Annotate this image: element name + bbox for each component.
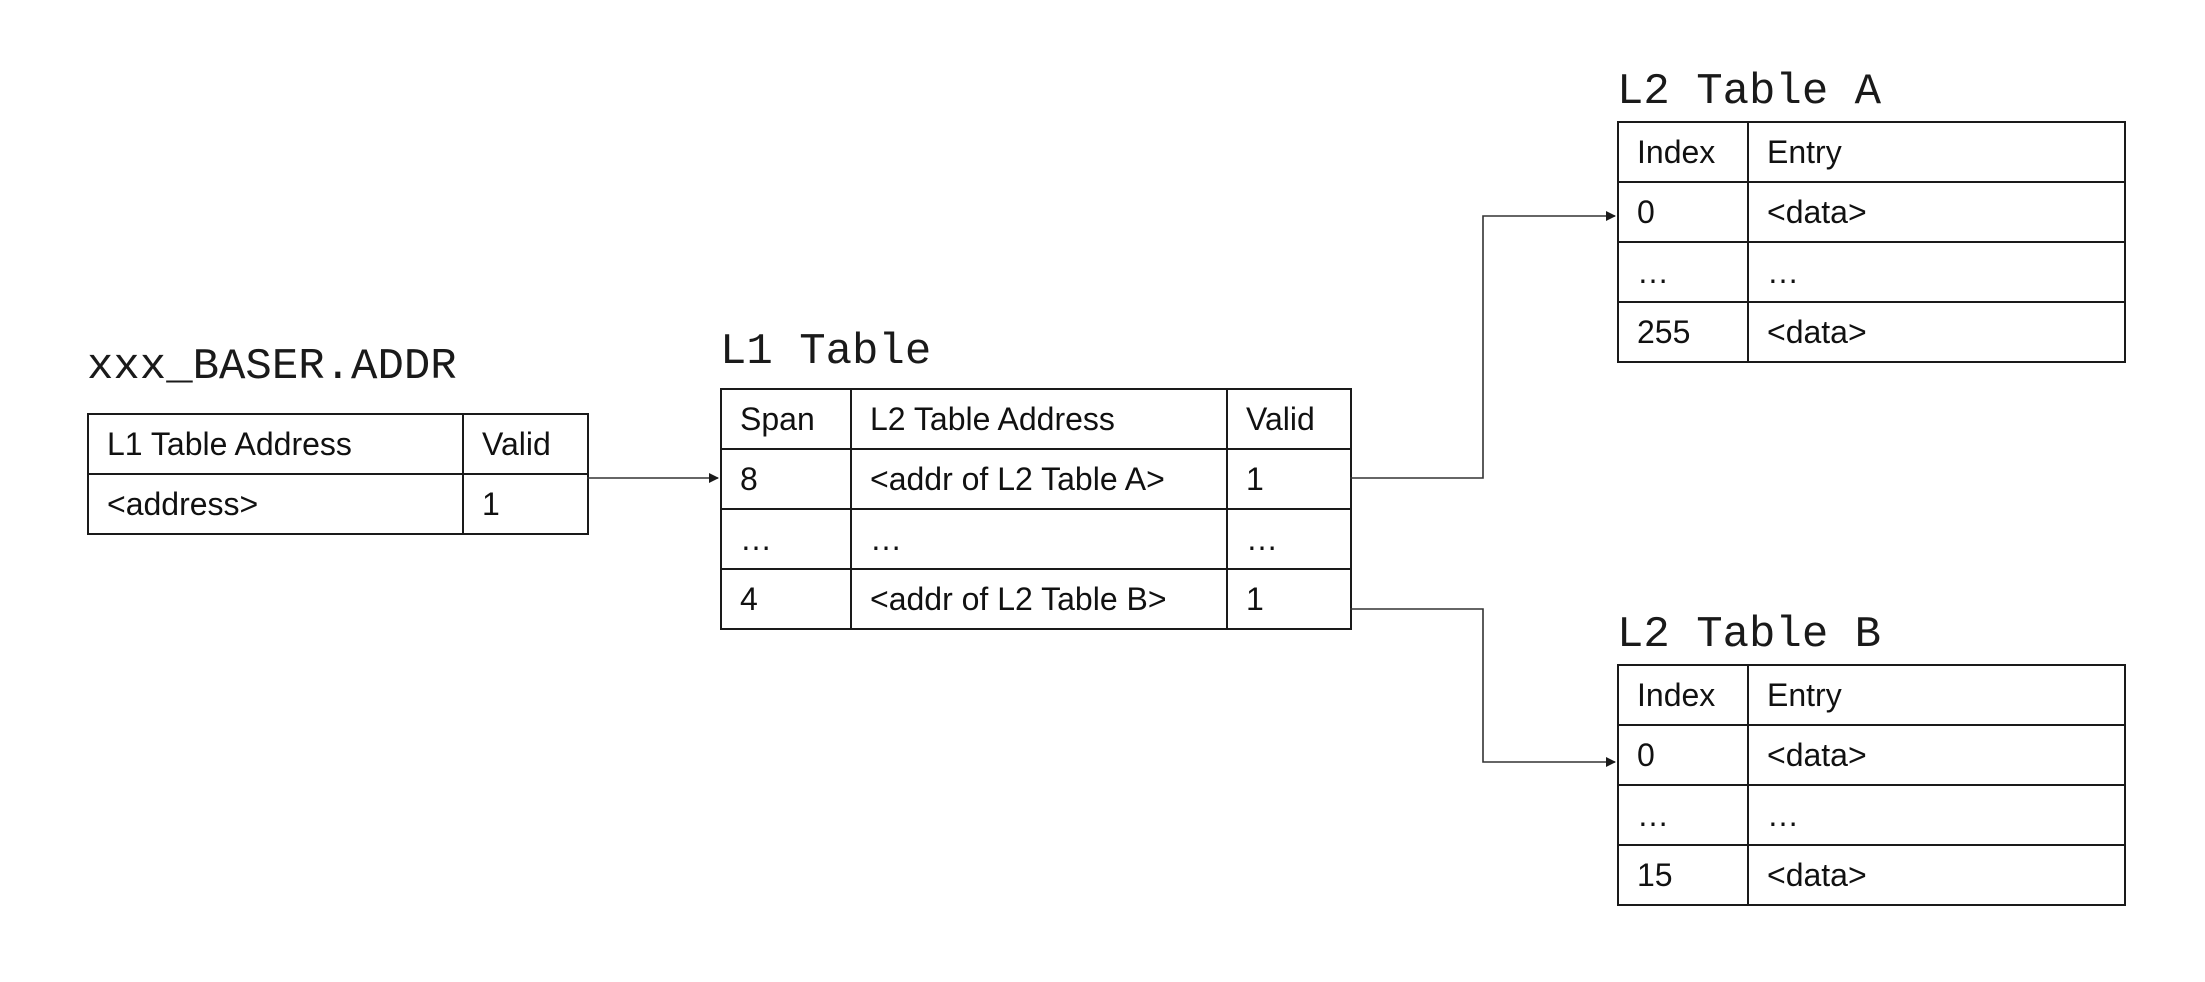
table-cell: … xyxy=(850,508,1228,570)
table-cell: 15 xyxy=(1617,844,1749,906)
table-row: … … … xyxy=(720,508,1352,570)
table-header-row: Index Entry xyxy=(1617,664,2126,726)
header-cell: Span xyxy=(720,388,852,450)
l1-table: Span L2 Table Address Valid 8 <addr of L… xyxy=(720,388,1352,630)
table-cell: 0 xyxy=(1617,181,1749,243)
table-cell: … xyxy=(1226,508,1352,570)
baser-title: xxx_BASER.ADDR xyxy=(87,342,457,392)
table-row: 8 <addr of L2 Table A> 1 xyxy=(720,448,1352,510)
table-cell: <address> xyxy=(87,473,464,535)
table-row: … … xyxy=(1617,241,2126,303)
table-cell: 255 xyxy=(1617,301,1749,363)
table-row: … … xyxy=(1617,784,2126,846)
arrow-l1-to-l2-table-a xyxy=(1350,211,1616,479)
table-cell: 8 xyxy=(720,448,852,510)
table-cell: <data> xyxy=(1747,301,2126,363)
header-cell: Index xyxy=(1617,664,1749,726)
table-cell: 4 xyxy=(720,568,852,630)
table-row: 4 <addr of L2 Table B> 1 xyxy=(720,568,1352,630)
table-row: 0 <data> xyxy=(1617,181,2126,243)
header-cell: L2 Table Address xyxy=(850,388,1228,450)
header-cell: Valid xyxy=(462,413,589,475)
table-row: 15 <data> xyxy=(1617,844,2126,906)
header-cell: Valid xyxy=(1226,388,1352,450)
l2-table-a-title: L2 Table A xyxy=(1617,67,1882,117)
table-cell: 1 xyxy=(1226,448,1352,510)
table-cell: <data> xyxy=(1747,724,2126,786)
table-cell: 0 xyxy=(1617,724,1749,786)
table-header-row: Index Entry xyxy=(1617,121,2126,183)
table-cell: 1 xyxy=(462,473,589,535)
table-cell: … xyxy=(1747,784,2126,846)
table-cell: <addr of L2 Table B> xyxy=(850,568,1228,630)
table-cell: <addr of L2 Table A> xyxy=(850,448,1228,510)
table-row: <address> 1 xyxy=(87,473,589,535)
table-cell: … xyxy=(720,508,852,570)
table-row: 0 <data> xyxy=(1617,724,2126,786)
l2-table-b: Index Entry 0 <data> … … 15 <data> xyxy=(1617,664,2126,906)
header-cell: Entry xyxy=(1747,664,2126,726)
header-cell: Entry xyxy=(1747,121,2126,183)
l2-table-b-title: L2 Table B xyxy=(1617,610,1882,660)
header-cell: Index xyxy=(1617,121,1749,183)
header-cell: L1 Table Address xyxy=(87,413,464,475)
table-cell: … xyxy=(1617,784,1749,846)
table-cell: 1 xyxy=(1226,568,1352,630)
l1-table-title: L1 Table xyxy=(720,327,932,377)
table-row: 255 <data> xyxy=(1617,301,2126,363)
arrow-l1-to-l2-table-b xyxy=(1350,608,1616,767)
table-cell: <data> xyxy=(1747,181,2126,243)
table-cell: <data> xyxy=(1747,844,2126,906)
table-header-row: Span L2 Table Address Valid xyxy=(720,388,1352,450)
table-cell: … xyxy=(1747,241,2126,303)
table-header-row: L1 Table Address Valid xyxy=(87,413,589,475)
table-cell: … xyxy=(1617,241,1749,303)
l2-table-a: Index Entry 0 <data> … … 255 <data> xyxy=(1617,121,2126,363)
baser-register-table: L1 Table Address Valid <address> 1 xyxy=(87,413,589,535)
